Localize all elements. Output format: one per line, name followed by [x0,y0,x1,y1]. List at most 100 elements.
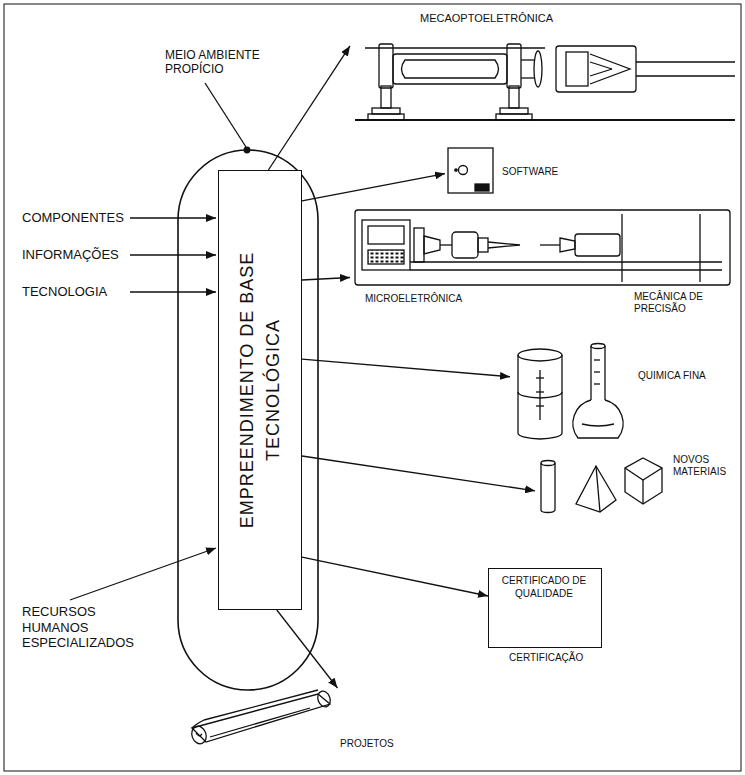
leader-line [205,83,250,153]
laser-bench-illustration [556,46,636,92]
lathe-illustration [368,250,404,264]
input-arrow [70,548,216,600]
node-title: SOFTWARE [502,166,558,178]
laser-bench-illustration [509,86,519,108]
lathe-illustration [410,269,722,270]
laser-bench-illustration [372,108,400,114]
output-projects: PROJETOS [180,688,405,758]
rolled-plans-illustration [196,733,202,736]
glassware-illustration [590,346,591,400]
environment-capsule [178,150,318,690]
glassware-illustration [518,349,562,361]
lathe-illustration [355,210,730,285]
output-arrow [277,610,338,688]
materials-illustration [625,458,662,504]
output-new-materials: NOVOS MATERIAIS [535,450,735,518]
materials-illustration [541,461,555,466]
node-title: CERTIFICADO DE QUALIDADE [495,575,593,600]
materials-illustration [554,463,555,510]
materials-illustration [576,466,616,512]
glassware-illustration [518,344,623,440]
input-arrow [130,254,216,255]
rolled-plans-illustration [189,689,332,745]
rolled-plans-illustration [316,689,333,708]
text-label: MEIO AMBIENTE PROPÍCIO [165,48,270,77]
laser-bench-illustration [496,114,532,120]
floppy-disk-illustration [459,166,468,175]
laser-bench-illustration [636,75,735,76]
glassware-illustration [594,371,600,372]
lathe-illustration [362,220,410,270]
rolled-plans-illustration [192,720,204,728]
input-arrow [130,217,216,218]
materials-illustration [541,510,555,513]
glassware-illustration [536,377,544,378]
laser-bench-illustration [521,77,534,78]
lathe-illustration [368,226,404,244]
output-mecaoptoelectronics: MECAOPTOELETRÔNICA [350,12,735,125]
output-arrow [268,46,350,170]
materials-illustration [625,468,662,480]
laser-bench-illustration [500,108,528,114]
glassware-illustration [591,344,605,349]
node-title: NOVOS MATERIAIS [673,454,733,478]
lathe-illustration [355,210,730,285]
enterprise-box: EMPREENDIMENTO DE BASE TECNOLÓGICA [218,170,302,610]
floppy-disk-illustration [448,148,493,193]
output-arrow [302,278,350,281]
text-label: COMPONENTES [22,210,124,226]
text-label: INFORMAÇÕES [22,247,119,263]
environment-capsule [178,150,318,690]
certificate-box: CERTIFICADO DE QUALIDADECERTIFICAÇÃO [488,568,602,648]
output-lathe: MICROELETRÔNICA MECÂNICA DE PRECISÃO [350,205,735,330]
glassware-illustration [536,405,544,406]
lathe-illustration [621,214,622,282]
node-title: PROJETOS [340,738,394,750]
glassware-illustration [582,424,614,426]
laser-bench-illustration [521,59,534,60]
node-title: EMPREENDIMENTO DE BASE TECNOLÓGICA [234,225,286,555]
laser-bench-illustration [534,51,542,87]
glassware-illustration [604,346,605,400]
glassware-illustration [536,391,544,392]
leader-line [205,83,246,147]
lathe-illustration [424,236,440,254]
glassware-illustration [573,400,623,438]
laser-bench-illustration [590,62,612,69]
floppy-disk-illustration [455,169,457,171]
laser-bench-illustration [393,54,507,84]
glassware-illustration [594,383,600,384]
page-frame [4,4,741,771]
lathe-illustration [699,214,700,282]
rolled-plans-illustration [210,708,310,737]
laser-bench-illustration [355,44,735,120]
lathe-illustration [560,238,575,252]
text-label: RECURSOS HUMANOS ESPECIALIZADOS [22,604,142,651]
input-arrow [130,291,216,292]
node-title: QUIMICA FINA [638,370,706,382]
leader-line [244,147,250,153]
lathe-illustration [488,242,520,248]
laser-bench-illustration [566,52,588,86]
lathe-illustration [414,228,424,262]
materials-illustration [596,466,600,512]
floppy-disk-illustration [475,184,489,191]
glassware-illustration [518,433,562,439]
materials-illustration [540,463,541,510]
text-label: TECNOLOGIA [22,284,107,300]
node-caption: CERTIFICAÇÃO [509,652,583,664]
output-arrow [302,174,445,201]
lathe-illustration [452,232,478,258]
rolled-plans-illustration [204,690,318,720]
node-caption: MECÂNICA DE PRECISÃO [634,291,726,315]
laser-bench-illustration [402,60,499,78]
materials-illustration [541,458,662,513]
floppy-disk-illustration [448,148,493,193]
output-arrow [302,557,488,596]
laser-bench-illustration [368,114,404,120]
output-fine-chemistry: QUIMICA FINA [510,340,725,445]
node-title: MICROELETRÔNICA [365,293,462,305]
glassware-illustration [594,359,600,360]
output-software: SOFTWARE [445,145,565,197]
node-title: MECAOPTOELETRÔNICA [420,12,553,25]
